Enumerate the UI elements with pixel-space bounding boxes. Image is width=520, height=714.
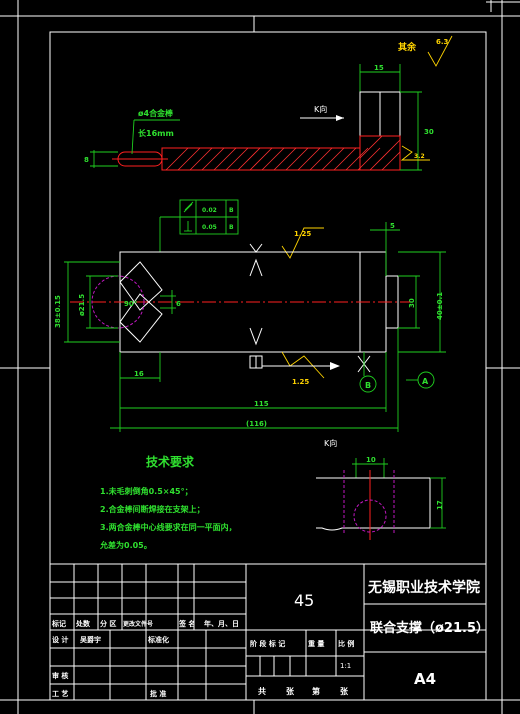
part-name: 联合支撑（ø21.5）: [370, 620, 489, 636]
view-k-arrowhead-top: [336, 115, 344, 121]
roughness-3-2-text: 3.2: [414, 153, 425, 160]
roughness-symbol-1-25-bottom: [281, 351, 325, 379]
view-k-arrowhead-mid: [330, 362, 340, 370]
dim-angle-text: 90°: [124, 300, 137, 308]
dim-15-text: 15: [374, 64, 384, 72]
roughness-symbol-other: [427, 35, 453, 67]
dim-10-text: 10: [366, 456, 376, 464]
dim-5-text: 5: [390, 222, 395, 230]
tolerance-frame: 0.02 B 0.05 B: [179, 199, 239, 235]
alloy-rod-label: ø4合金棒: [138, 108, 174, 118]
tech-requirement-4: 允差为0.05。: [99, 540, 152, 550]
roughness-1-25-bottom-text: 1.25: [292, 378, 309, 386]
roughness-other-value: 6.3: [436, 38, 449, 46]
tb-sheets-unit-2: 张: [340, 687, 349, 696]
datum-b-text: B: [365, 381, 371, 390]
roughness-symbol-3-2: [400, 145, 430, 161]
svg-text:0.02: 0.02: [202, 207, 217, 214]
datum-b-circle: [359, 375, 377, 393]
roughness-other-label: 其余: [398, 41, 417, 53]
dim-115-text: 115: [254, 400, 269, 408]
svg-text:0.05: 0.05: [202, 224, 217, 231]
datum-triangle-lower: [249, 327, 263, 346]
dim-16-text: 16: [134, 370, 144, 378]
tb-sheets-unit-1: 张: [286, 687, 295, 696]
tb-header-count: 处数: [75, 619, 91, 628]
svg-text:B: B: [229, 224, 234, 231]
detail-k-outline: [316, 477, 431, 531]
v-notch-upper-jaw: [119, 261, 163, 311]
tb-scale-label: 比 例: [338, 639, 354, 648]
tb-design-label: 设 计: [52, 635, 68, 644]
school-name: 无锡职业技术学院: [367, 579, 480, 596]
tb-header-sign: 签 名: [178, 619, 195, 628]
tech-requirements-title: 技术要求: [146, 454, 195, 469]
tb-approve-label: 批 准: [150, 689, 166, 698]
rod-leader-line: [131, 119, 135, 155]
tb-weight: 重 量: [308, 639, 324, 648]
view-k-label-bottom: K向: [324, 438, 337, 448]
dim-116-text: (116): [246, 420, 267, 428]
dim-17-text: 17: [436, 500, 444, 510]
dim-38-text: 38±0.15: [54, 295, 62, 328]
datum-mark-top: [249, 243, 263, 253]
tb-header-date: 年、月、日: [204, 619, 239, 628]
tb-sheets-total-label: 共: [258, 686, 266, 696]
dim-30r-text: 30: [408, 298, 416, 308]
material-text: 45: [294, 591, 314, 610]
tech-requirement-1: 1.未毛刺倒角0.5×45°；: [100, 486, 193, 497]
tb-header-mark: 标记: [51, 619, 66, 628]
paper-size: A4: [414, 670, 436, 688]
datum-triangle-upper: [249, 258, 263, 277]
dim-30-text: 30: [424, 128, 434, 136]
tb-standardization-label: 标准化: [147, 635, 169, 644]
tb-header-change-doc: 更改文件号: [123, 620, 153, 628]
scale-value: 1:1: [340, 662, 351, 670]
tb-designer-name: 吴爵宇: [80, 635, 101, 644]
roughness-1-25-top-text: 1.25: [294, 230, 311, 238]
tb-review-label: 审 核: [52, 671, 68, 680]
title-block: [49, 563, 487, 701]
alloy-rod-length: 长16mm: [138, 128, 174, 138]
dim-40-text: 40±0.1: [436, 292, 444, 320]
svg-text:B: B: [229, 207, 234, 214]
v-notch-lower-jaw: [119, 293, 163, 343]
dim-21-text: ø21.5: [78, 294, 86, 316]
tb-process-label: 工 艺: [52, 689, 68, 698]
tech-requirement-2: 2.合金棒间断焊接在支架上；: [100, 504, 205, 515]
datum-a-text: A: [422, 377, 429, 386]
dim-6-text: 6: [176, 300, 181, 308]
tech-requirement-3: 3.两合金棒中心线要求在同一平面内，: [100, 522, 237, 532]
tb-stage-mark: 阶 段 标 记: [250, 639, 285, 648]
dim-8-text: 8: [84, 156, 89, 164]
tb-sheet-no-label: 第: [312, 686, 320, 696]
detail-circle: [353, 499, 387, 533]
bracket-hatched-section: [161, 135, 401, 171]
view-k-label-top: K向: [314, 104, 327, 114]
tb-header-zone: 分 区: [100, 619, 116, 628]
